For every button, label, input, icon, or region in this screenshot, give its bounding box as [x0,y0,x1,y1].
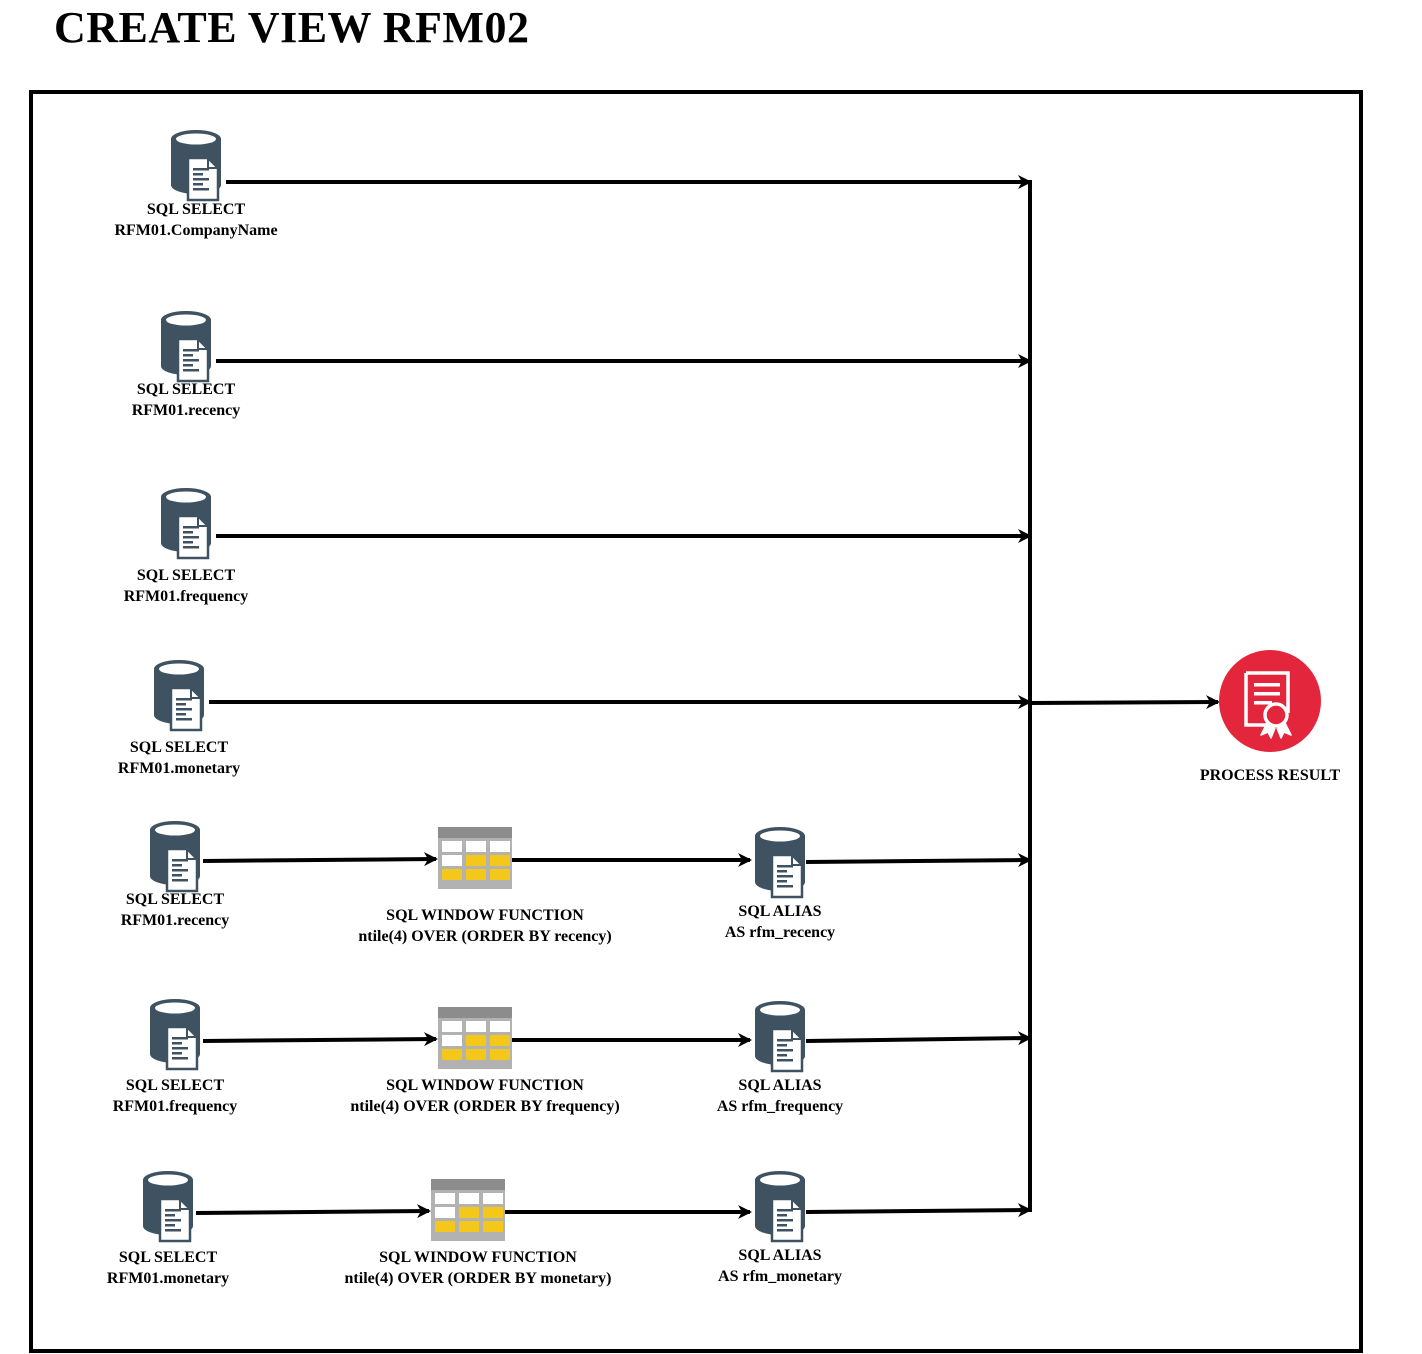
select-node-4-database-icon [154,660,204,732]
select-node-6-label: SQL SELECT RFM01.frequency [113,1075,238,1117]
alias-node-3-label-line2: AS rfm_monetary [718,1268,842,1285]
select-node-2-label: SQL SELECT RFM01.recency [132,379,241,421]
diagram-frame [29,90,1363,1353]
window-node-3-label: SQL WINDOW FUNCTION ntile(4) OVER (ORDER … [345,1247,612,1289]
window-node-3-label-line2: ntile(4) OVER (ORDER BY monetary) [344,1270,612,1287]
window-node-1-label-line2: ntile(4) OVER (ORDER BY recency) [358,928,612,945]
window-node-1-label-line1: SQL WINDOW FUNCTION [386,907,584,924]
page-title: CREATE VIEW RFM02 [54,3,530,52]
select-node-7-database-icon [143,1171,193,1243]
alias-node-1-label-line2: AS rfm_recency [724,924,836,941]
process-result-label-line1: PROCESS RESULT [1199,767,1341,784]
alias-to-bus-edge-2 [805,1031,1032,1046]
alias-node-2-database-icon [755,1001,805,1073]
select-node-7-label: SQL SELECT RFM01.monetary [107,1247,229,1289]
alias-node-3-database-icon [755,1171,805,1243]
window-node-2-label-line1: SQL WINDOW FUNCTION [386,1077,584,1094]
select-node-3-label-line1: SQL SELECT [136,567,236,584]
window-node-1-table-icon [438,827,512,889]
alias-node-3-label-line1: SQL ALIAS [738,1247,822,1264]
process-result-label: PROCESS RESULT [1200,765,1340,786]
select-node-3-label: SQL SELECT RFM01.frequency [124,565,249,607]
select-to-window-edge-1 [202,852,438,867]
select-node-2-database-icon [161,311,211,383]
select-node-1-database-icon [171,130,221,202]
select-node-7-label-line1: SQL SELECT [118,1249,218,1266]
select-node-6-label-line1: SQL SELECT [125,1077,225,1094]
select-node-3-database-icon [161,488,211,560]
select-node-5-database-icon [150,821,200,893]
alias-node-1-label-line1: SQL ALIAS [738,903,822,920]
select-node-7-label-line2: RFM01.monetary [106,1270,230,1287]
alias-node-2-label-line1: SQL ALIAS [738,1077,822,1094]
select-node-3-label-line2: RFM01.frequency [123,588,249,605]
select-to-window-edge-3 [195,1204,431,1219]
alias-to-bus-edge-3 [805,1203,1032,1218]
alias-node-3-label: SQL ALIAS AS rfm_monetary [718,1245,842,1287]
select-to-window-edge-2 [202,1032,438,1047]
bus-to-result-edge [1029,695,1220,710]
alias-node-1-database-icon [755,827,805,899]
window-node-3-label-line1: SQL WINDOW FUNCTION [379,1249,577,1266]
alias-node-2-label-line2: AS rfm_frequency [716,1098,844,1115]
select-node-1-label: SQL SELECT RFM01.CompanyName [114,199,277,241]
select-node-1-label-line1: SQL SELECT [146,201,246,218]
alias-node-1-label: SQL ALIAS AS rfm_recency [725,901,835,943]
alias-to-bus-edge-1 [805,853,1032,868]
select-node-5-label-line1: SQL SELECT [125,891,225,908]
select-node-2-label-line1: SQL SELECT [136,381,236,398]
select-node-6-database-icon [150,999,200,1071]
alias-node-2-label: SQL ALIAS AS rfm_frequency [717,1075,843,1117]
window-node-2-table-icon [438,1007,512,1069]
select-node-1-label-line2: RFM01.CompanyName [114,222,278,239]
window-node-3-table-icon [431,1179,505,1241]
select-node-5-label: SQL SELECT RFM01.recency [121,889,230,931]
select-node-5-label-line2: RFM01.recency [120,912,230,929]
process-result-certificate-icon [1219,650,1321,752]
window-node-1-label: SQL WINDOW FUNCTION ntile(4) OVER (ORDER … [358,905,611,947]
select-node-4-label-line1: SQL SELECT [129,739,229,756]
select-node-2-label-line2: RFM01.recency [131,402,241,419]
window-node-2-label-line2: ntile(4) OVER (ORDER BY frequency) [350,1098,620,1115]
window-node-2-label: SQL WINDOW FUNCTION ntile(4) OVER (ORDER … [350,1075,619,1117]
select-node-4-label-line2: RFM01.monetary [117,760,241,777]
select-node-6-label-line2: RFM01.frequency [112,1098,238,1115]
select-node-4-label: SQL SELECT RFM01.monetary [118,737,240,779]
